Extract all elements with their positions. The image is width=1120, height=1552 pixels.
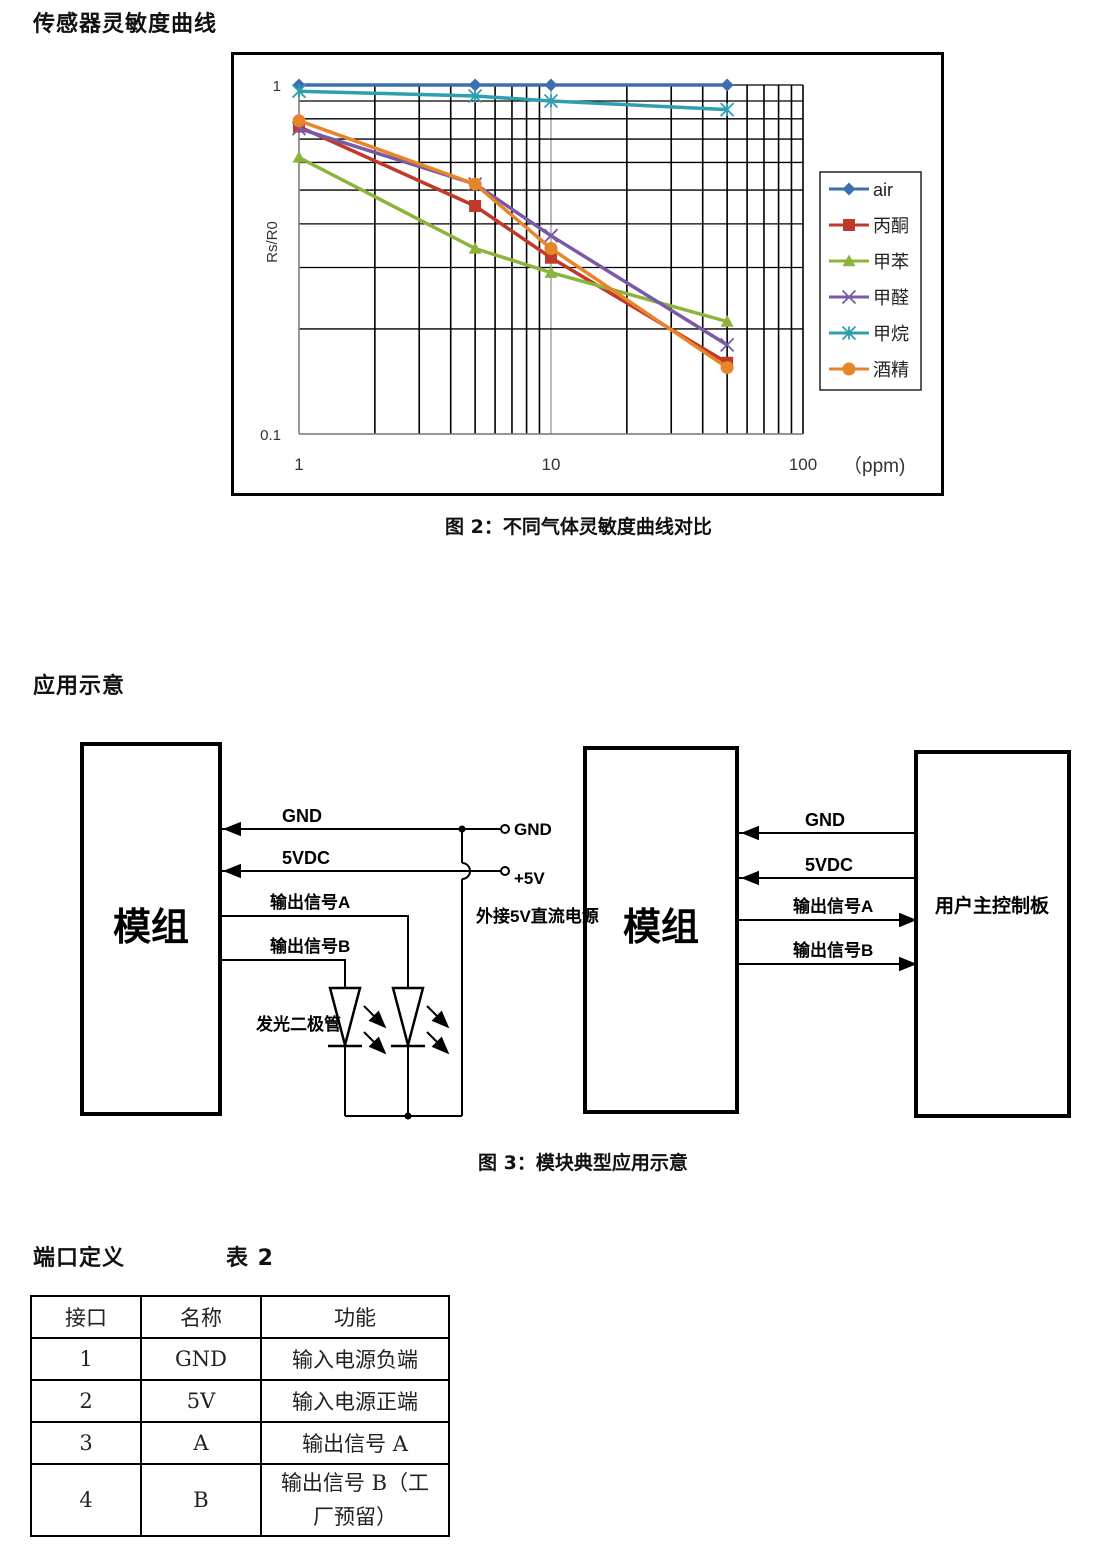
marker-square — [545, 251, 557, 264]
series-line — [298, 125, 728, 365]
right-out-a-label: 输出信号A — [793, 896, 873, 916]
legend-label: 甲醛 — [873, 288, 909, 308]
table-row: 1 GND 输入电源负端 — [30, 1337, 450, 1381]
marker-circle — [544, 242, 558, 256]
y-axis-label: Rs/R0 — [264, 221, 281, 263]
ext-power-label: 外接5V直流电源 — [476, 906, 599, 926]
left-out-a-label: 输出信号A — [270, 892, 350, 912]
marker-diamond — [842, 182, 856, 196]
marker-star — [468, 88, 483, 104]
x-tick-label: 100 — [789, 455, 817, 474]
marker-triangle — [468, 242, 482, 254]
section-title-ports: 端口定义 — [33, 1246, 126, 1271]
header-name: 名称 — [140, 1295, 262, 1339]
right-out-b-label: 输出信号B — [793, 940, 873, 960]
header-port: 接口 — [30, 1295, 142, 1339]
right-gnd-label: GND — [805, 810, 845, 830]
series-3 — [291, 121, 735, 353]
legend-label: 酒精 — [873, 360, 909, 380]
marker-circle — [292, 114, 306, 128]
marker-diamond — [468, 78, 482, 92]
table-row: 2 5V 输入电源正端 — [30, 1379, 450, 1423]
legend-box — [819, 171, 922, 391]
cell-port: 2 — [30, 1379, 142, 1423]
figure3-caption: 图 3：模块典型应用示意 — [478, 1152, 688, 1174]
left-module-box — [80, 742, 222, 1116]
cell-name: B — [140, 1463, 262, 1537]
marker-square — [843, 219, 855, 231]
cell-name: A — [140, 1421, 262, 1465]
cell-function: 输入电源正端 — [260, 1379, 450, 1423]
marker-triangle — [544, 266, 558, 278]
table-label: 表 2 — [226, 1246, 274, 1271]
marker-triangle — [720, 315, 734, 327]
cell-port: 1 — [30, 1337, 142, 1381]
legend-label: 甲苯 — [873, 252, 909, 272]
cell-function: 输入电源负端 — [260, 1337, 450, 1381]
marker-triangle — [842, 254, 856, 267]
marker-circle — [468, 177, 482, 191]
legend-label: 甲烷 — [873, 324, 909, 344]
cell-function: 输出信号 B（工厂预留） — [260, 1463, 450, 1537]
port-definition-table: 接口 名称 功能 1 GND 输入电源负端 2 5V 输入电源正端 3 A 输出… — [30, 1295, 450, 1537]
legend-label: 丙酮 — [873, 216, 909, 236]
legend-label: air — [873, 180, 893, 200]
left-5vdc-label: 5VDC — [282, 848, 330, 868]
series-line — [298, 89, 728, 112]
cell-name: GND — [140, 1337, 262, 1381]
marker-triangle — [292, 150, 306, 163]
y-tick-label: 1 — [273, 78, 281, 95]
marker-star — [291, 84, 307, 99]
right-5vdc-label: 5VDC — [805, 855, 853, 875]
terminal-5v-label: +5V — [514, 869, 545, 888]
x-tick-label: 1 — [294, 455, 303, 474]
table-header-row: 接口 名称 功能 — [30, 1295, 450, 1339]
series-line — [298, 119, 729, 370]
marker-circle — [720, 361, 734, 375]
marker-x — [841, 289, 857, 305]
cell-port: 3 — [30, 1421, 142, 1465]
marker-circle — [842, 362, 856, 376]
left-out-b-label: 输出信号B — [270, 936, 350, 956]
x-unit-label: （ppm) — [843, 455, 905, 477]
marker-x — [543, 228, 559, 243]
x-tick-label: 10 — [542, 455, 561, 474]
series-line — [298, 155, 728, 324]
application-diagram: 模组 模组 用户主控制板 GND 5VDC 输出信号A 输出信号B GND +5… — [80, 742, 1071, 1120]
series-2 — [292, 150, 734, 327]
right-module-label: 模组 — [623, 907, 699, 949]
marker-square — [469, 200, 482, 213]
marker-diamond — [720, 78, 734, 92]
series-5 — [292, 114, 734, 375]
marker-star — [543, 93, 559, 109]
section-title-application: 应用示意 — [33, 674, 126, 699]
marker-star — [841, 325, 857, 341]
user-board-label: 用户主控制板 — [935, 894, 1050, 917]
table-row: 4 B 输出信号 B（工厂预留） — [30, 1463, 450, 1537]
y-tick-label: 0.1 — [260, 427, 281, 444]
right-module-box — [583, 746, 739, 1114]
marker-x — [720, 337, 735, 353]
marker-diamond — [544, 78, 558, 92]
marker-star — [720, 102, 735, 117]
user-board-box — [914, 750, 1071, 1118]
left-module-label: 模组 — [113, 907, 189, 949]
table-row: 3 A 输出信号 A — [30, 1421, 450, 1465]
header-function: 功能 — [260, 1295, 450, 1339]
series-line — [298, 126, 729, 347]
cell-port: 4 — [30, 1463, 142, 1537]
led-label: 发光二极管 — [255, 1014, 341, 1034]
left-gnd-label: GND — [282, 806, 322, 826]
figure2-caption: 图 2：不同气体灵敏度曲线对比 — [445, 516, 712, 538]
section-title-sensitivity: 传感器灵敏度曲线 — [33, 12, 218, 37]
cell-function: 输出信号 A — [260, 1421, 450, 1465]
terminal-gnd-label: GND — [514, 820, 552, 839]
cell-name: 5V — [140, 1379, 262, 1423]
series-4 — [291, 84, 735, 117]
